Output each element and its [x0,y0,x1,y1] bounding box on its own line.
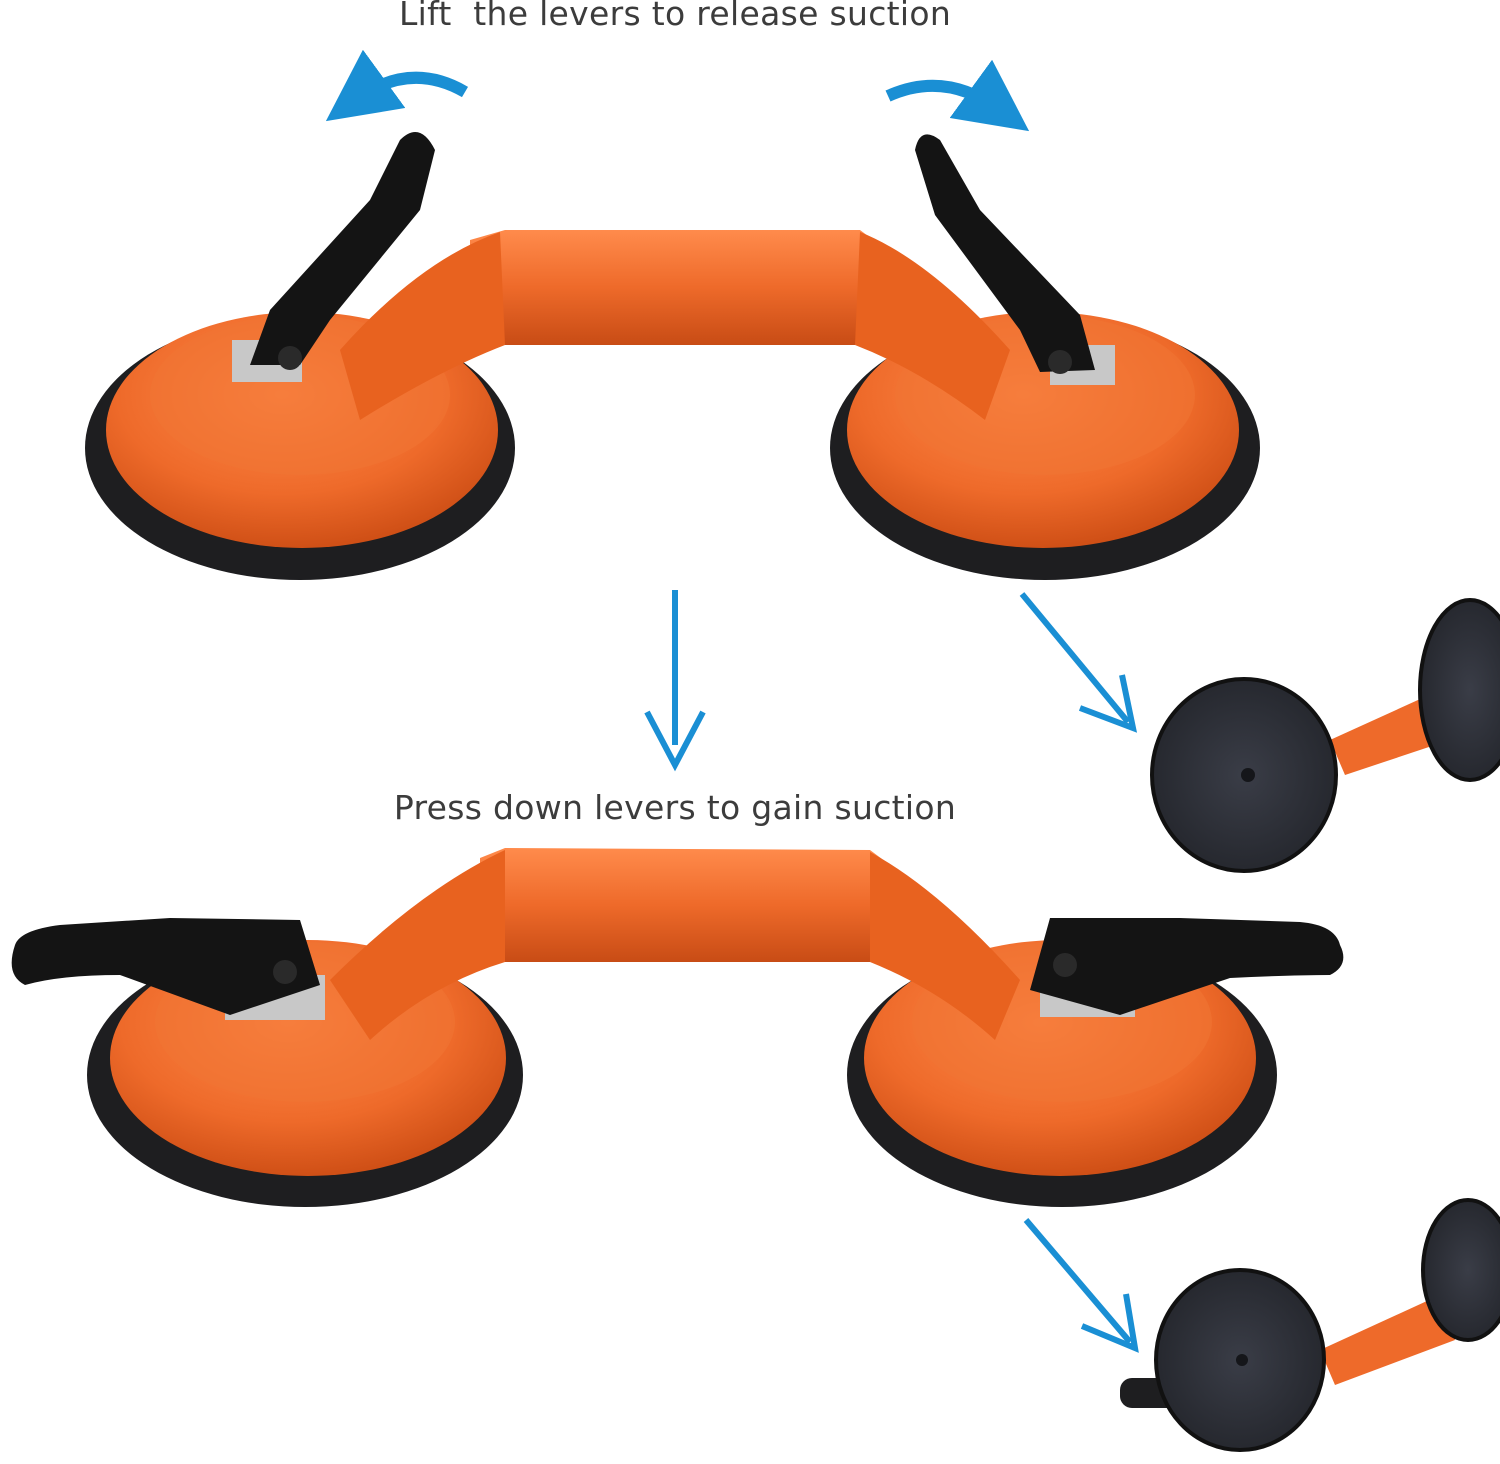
diagonal-arrow-head-icon [1078,674,1138,733]
diagonal-arrow-icon [1023,1218,1133,1344]
left-lever [232,132,435,382]
underside-view-top [1150,598,1500,873]
diagonal-arrow-icon [1019,592,1131,724]
handle-bar [340,230,1010,420]
right-lift-arrow-icon [885,59,1030,132]
left-lift-arrow-icon [325,49,469,122]
lifter-levers-down [11,848,1344,1207]
underside-view-bottom [1120,1198,1500,1452]
gain-instruction-text: Press down levers to gain suction [393,788,957,827]
right-lever [915,134,1115,385]
down-arrow-head-icon [644,710,706,772]
release-instruction-text: Lift the levers to release suction [398,0,952,33]
diagonal-arrow-head-icon [1080,1293,1139,1353]
handle-bar [330,848,1020,1040]
lifter-levers-up [85,132,1260,580]
left-lever [11,918,325,1020]
right-lever [1030,918,1344,1017]
